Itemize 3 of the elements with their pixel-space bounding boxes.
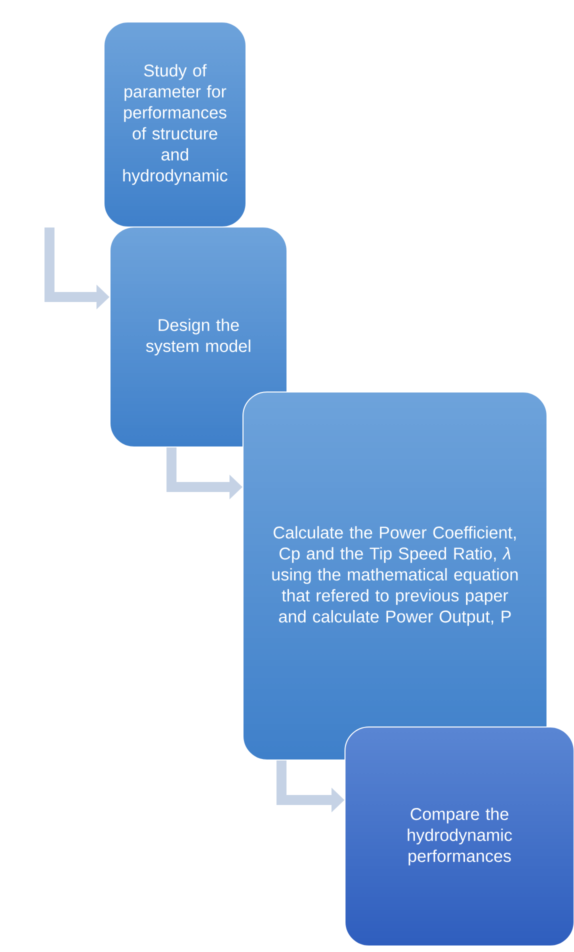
process-box: Compare the hydrodynamic performances (344, 726, 574, 946)
process-box: Study of parameter for performances of structure and hydrodynamic (104, 22, 246, 228)
process-box: Design the system model (110, 226, 288, 448)
